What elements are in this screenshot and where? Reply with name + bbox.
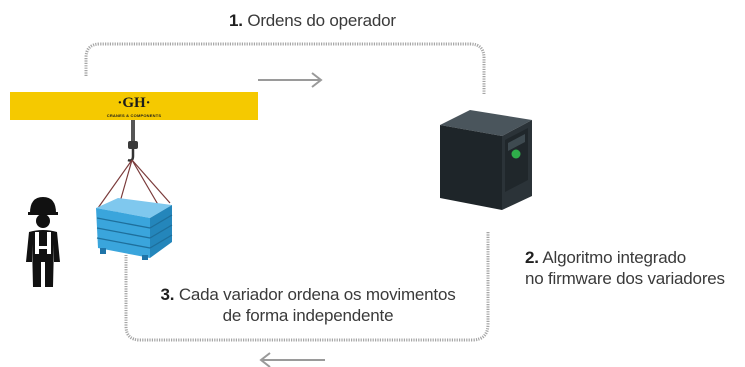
step-2-text-line2: no firmware dos variadores — [525, 269, 725, 288]
crane-beam — [10, 92, 258, 120]
step-3-number: 3. — [160, 285, 175, 304]
hook-icon — [127, 120, 138, 162]
crane-tagline: CRANES & COMPONENTS — [106, 113, 162, 118]
step-1-text: Ordens do operador — [247, 11, 396, 30]
arrow-left-icon — [259, 352, 325, 367]
variable-speed-drive — [440, 110, 532, 210]
step-1-label: 1. Ordens do operador — [229, 10, 396, 31]
bottom-loop-path — [124, 232, 490, 342]
step-2-text-line1: Algoritmo integrado — [542, 248, 686, 267]
step-1-number: 1. — [229, 11, 243, 30]
operator-icon — [26, 197, 60, 287]
basket-load — [96, 198, 173, 260]
step-3-label: 3. Cada variador ordena os movimentos de… — [143, 284, 473, 326]
step-3-text-line1: Cada variador ordena os movimentos — [178, 285, 456, 304]
top-loop-path — [84, 42, 486, 95]
arrow-right-icon — [258, 72, 323, 88]
step-2-label: 2. Algoritmo integrado no firmware dos v… — [525, 247, 725, 289]
crane-logo: ·GH· — [117, 95, 151, 111]
step-3-text-line2: de forma independente — [222, 306, 394, 325]
step-2-number: 2. — [525, 248, 539, 267]
